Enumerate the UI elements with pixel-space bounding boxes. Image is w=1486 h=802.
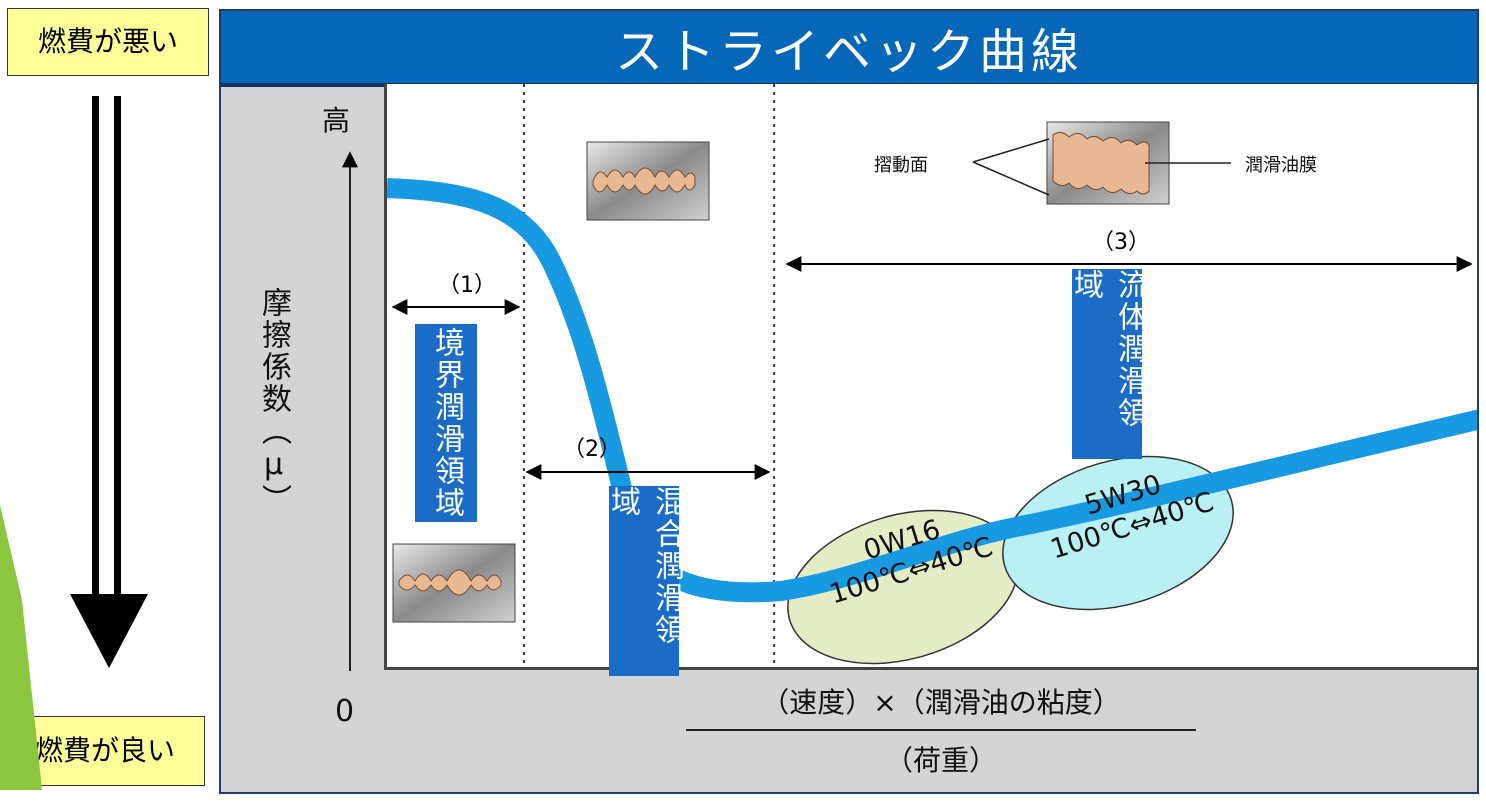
sliding-surface-leader-bottom bbox=[972, 161, 1050, 196]
y-axis-high-label: 高 bbox=[322, 104, 351, 137]
stribeck-curve bbox=[386, 178, 1477, 603]
diagram-graphics bbox=[342, 84, 1477, 671]
green-accent-shape bbox=[0, 505, 42, 790]
mixed-surface-illustration bbox=[586, 141, 710, 221]
region-3-number: （3） bbox=[1092, 230, 1150, 255]
left-decoration bbox=[0, 96, 148, 790]
x-axis-fraction-bar bbox=[686, 729, 1196, 731]
sliding-surface-leader-top bbox=[972, 138, 1050, 163]
diagram-title: ストライベック曲線 bbox=[221, 11, 1477, 87]
x-axis-numerator: （速度）×（潤滑油の粘度） bbox=[761, 686, 1121, 719]
y-axis-title: 摩擦係数（μ） bbox=[256, 287, 291, 516]
down-arrow-shaft-left bbox=[92, 96, 99, 596]
mixed-lubrication-box: 混合潤滑領域 bbox=[605, 486, 684, 676]
oil-film-label: 潤滑油膜 bbox=[1245, 155, 1317, 176]
boundary-surface-illustration bbox=[392, 543, 516, 623]
sliding-surface-label: 摺動面 bbox=[874, 155, 928, 176]
region-1-number: （1） bbox=[438, 273, 496, 298]
fuel-bad-label: 燃費が悪い bbox=[7, 8, 209, 76]
stribeck-panel: ストライベック曲線 bbox=[219, 9, 1479, 794]
hydrodynamic-lubrication-box: 流体潤滑領域 bbox=[1068, 269, 1147, 459]
down-arrow-head-icon bbox=[70, 594, 148, 668]
boundary-lubrication-box: 境界潤滑領域 bbox=[415, 324, 477, 522]
fuel-good-label: 燃費が良い bbox=[5, 716, 205, 786]
x-axis-denominator: （荷重） bbox=[884, 744, 997, 777]
region-2-number: （2） bbox=[563, 437, 621, 462]
origin-label: 0 bbox=[335, 694, 355, 729]
down-arrow-shaft-right bbox=[114, 96, 121, 596]
